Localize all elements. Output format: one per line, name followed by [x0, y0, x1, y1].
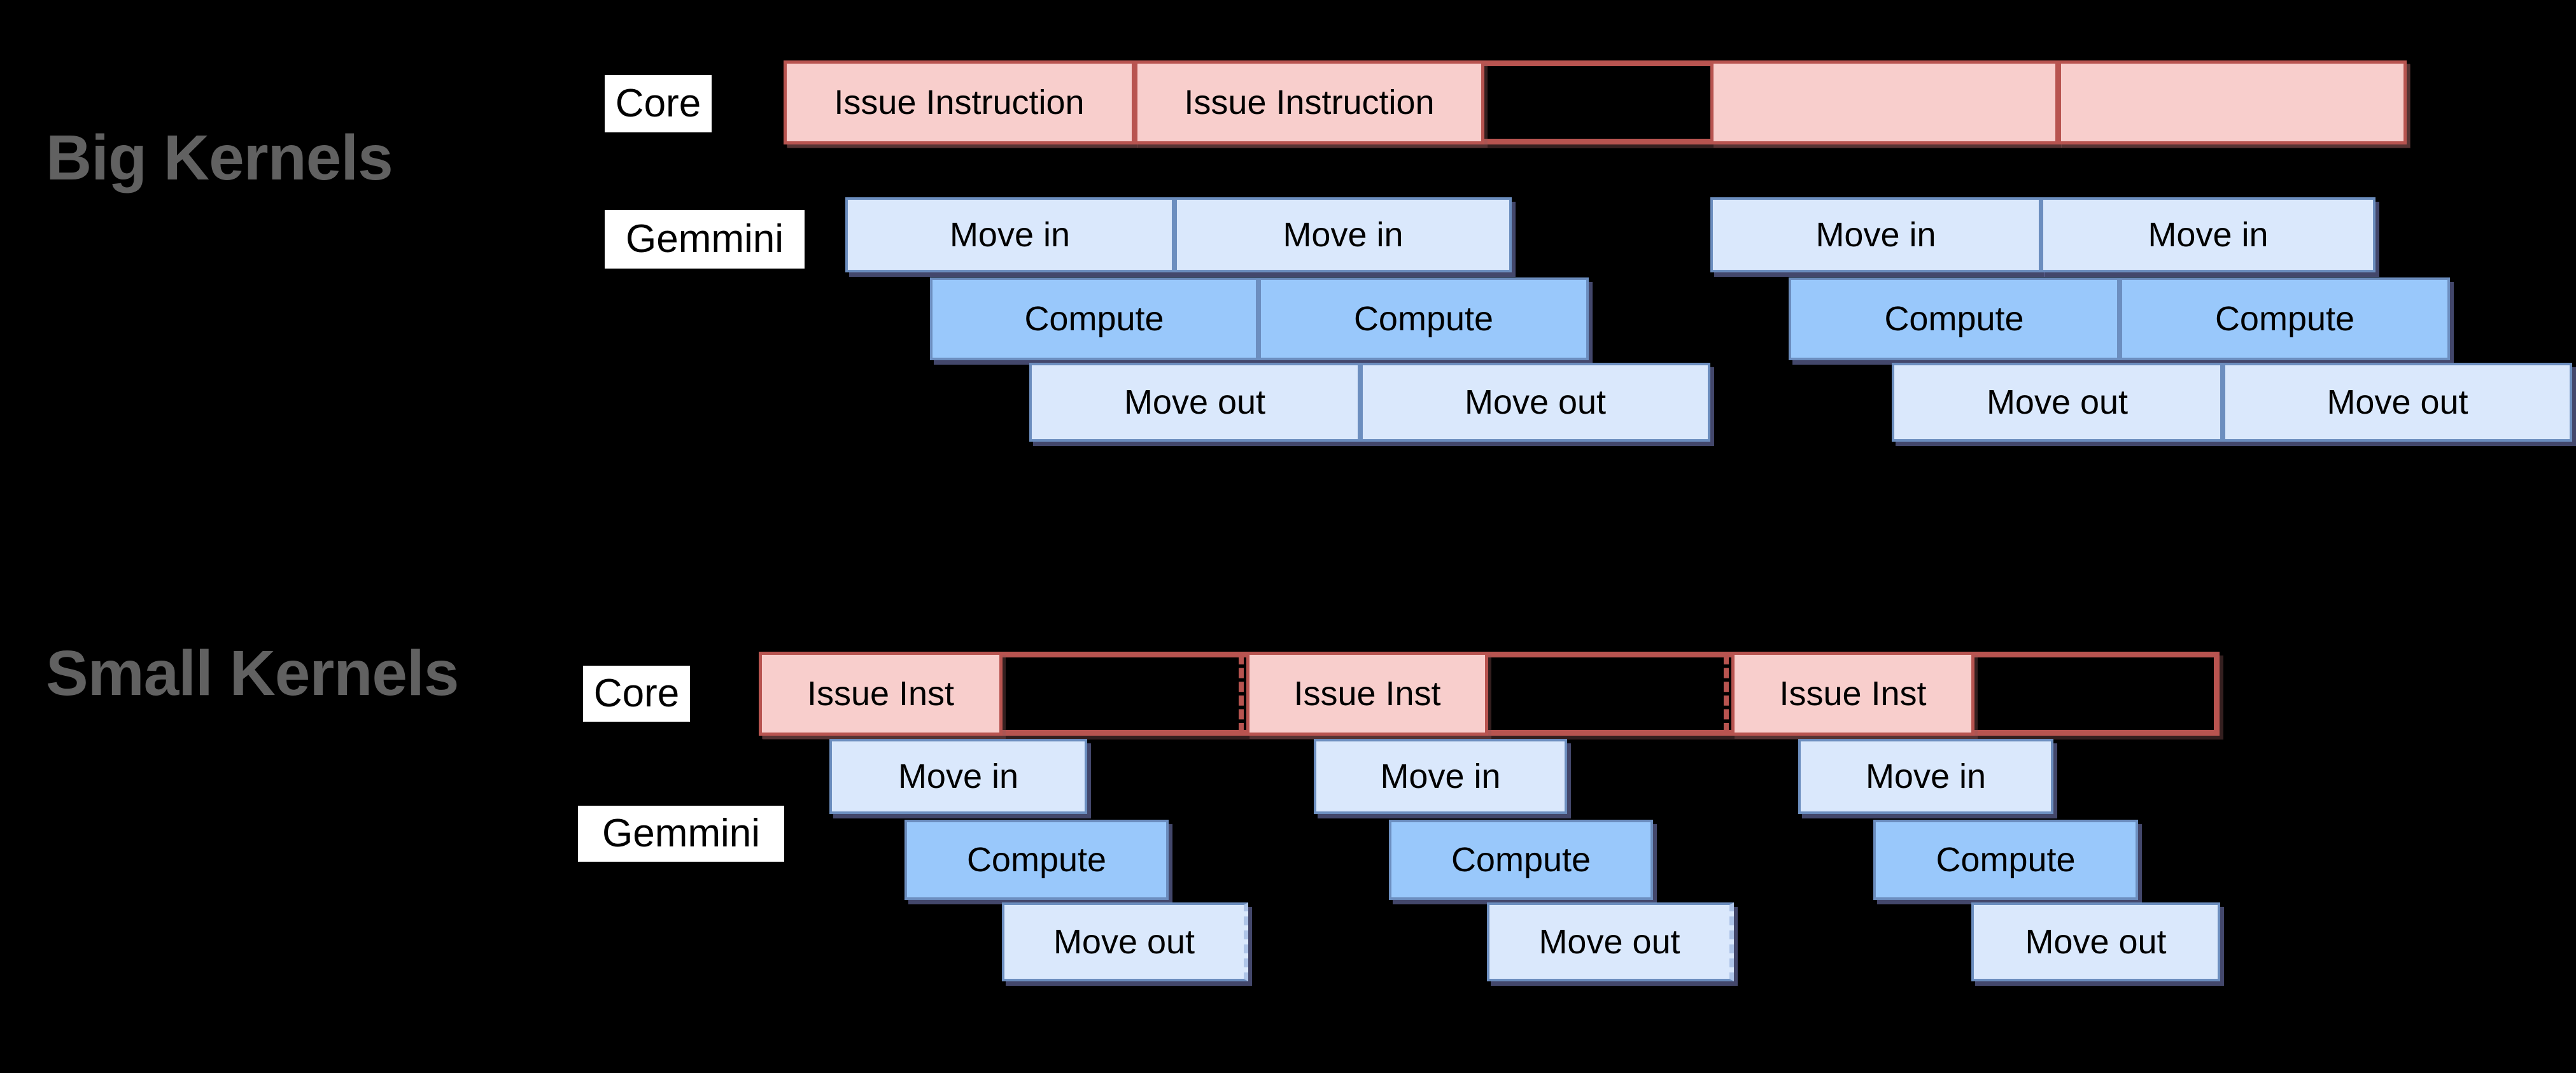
move-out-block: Move out: [1029, 363, 1360, 442]
move-in-block: Move in: [1798, 739, 2053, 814]
compute-block: Compute: [1789, 277, 2120, 360]
compute-block: Compute: [1258, 277, 1589, 360]
gemmini-row-label-small: Gemmini: [578, 806, 784, 862]
compute-block: Compute: [930, 277, 1258, 360]
iteration-divider-dashed: [1724, 654, 1729, 733]
iteration-divider-dashed: [1239, 654, 1244, 733]
compute-block: Compute: [904, 820, 1169, 900]
issue-instruction-block-empty: [1710, 60, 2059, 144]
move-in-block: Move in: [829, 739, 1087, 814]
move-in-block: Move in: [845, 197, 1174, 272]
move-in-block: Move in: [1710, 197, 2041, 272]
compute-block: Compute: [1389, 820, 1653, 900]
core-row-label-big: Core: [605, 75, 712, 132]
move-out-block: Move out: [1971, 902, 2220, 981]
issue-instruction-block: Issue Instruction: [1134, 60, 1484, 144]
small-kernels-title: Small Kernels: [46, 638, 459, 709]
move-in-block: Move in: [2041, 197, 2375, 272]
move-out-block: Move out: [1892, 363, 2223, 442]
move-in-block: Move in: [1314, 739, 1567, 814]
compute-block: Compute: [1873, 820, 2138, 900]
issue-inst-block: Issue Inst: [759, 652, 1003, 736]
move-out-block: Move out: [2223, 363, 2572, 442]
move-in-block: Move in: [1174, 197, 1512, 272]
move-out-block: Move out: [1360, 363, 1710, 442]
move-out-block: Move out: [1487, 902, 1734, 981]
issue-instruction-block-empty: [2058, 60, 2407, 144]
move-out-block: Move out: [1002, 902, 1248, 981]
issue-instruction-block: Issue Instruction: [784, 60, 1135, 144]
big-kernels-title: Big Kernels: [46, 122, 393, 193]
gemmini-row-label-big: Gemmini: [605, 210, 805, 269]
issue-inst-block: Issue Inst: [1246, 652, 1488, 736]
issue-inst-block: Issue Inst: [1731, 652, 1974, 736]
compute-block: Compute: [2120, 277, 2450, 360]
core-row-label-small: Core: [583, 666, 690, 722]
